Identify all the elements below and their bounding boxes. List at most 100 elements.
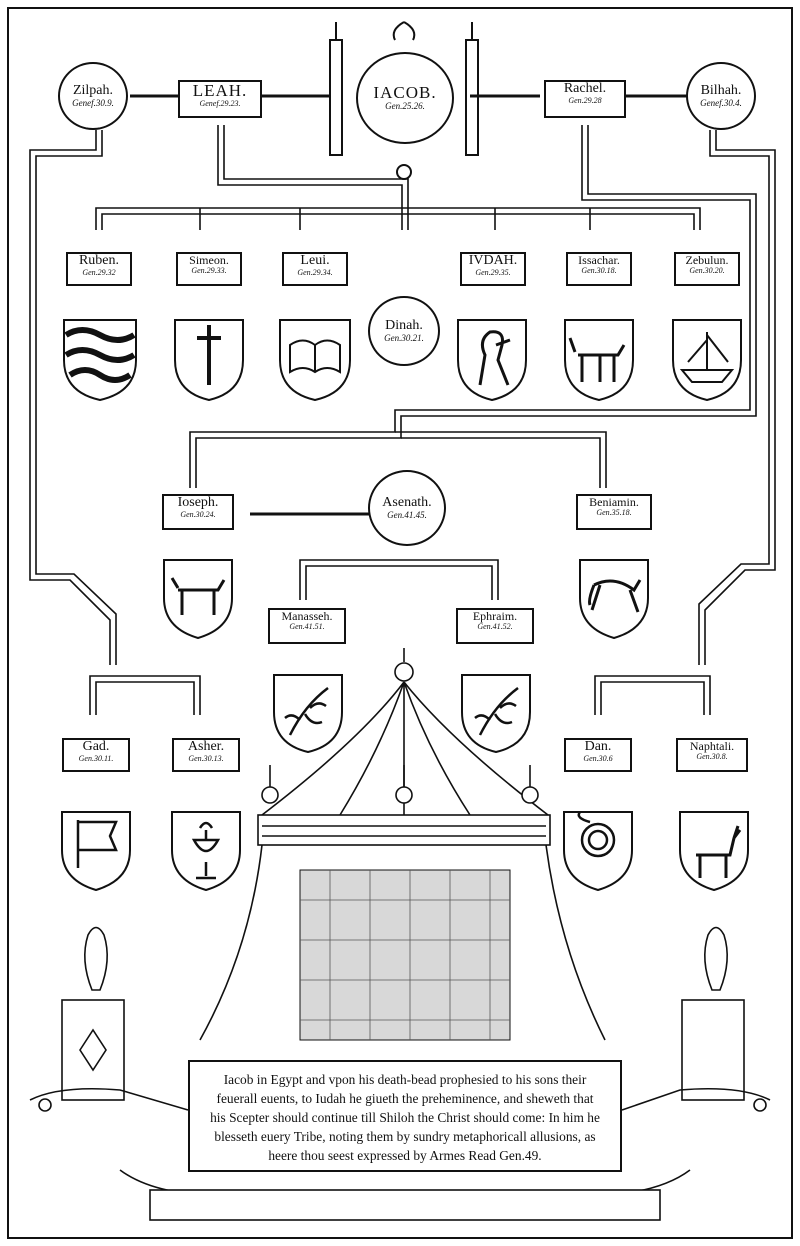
bull-shield — [163, 559, 233, 640]
simeon-name: Simeon. — [189, 253, 229, 267]
caption-box: Iacob in Egypt and vpon his death-bead p… — [188, 1060, 622, 1172]
asher-plate: Asher. Gen.30.13. — [172, 738, 240, 772]
iacob-oval: IACOB. Gen.25.26. — [356, 52, 454, 144]
zilpah-line-inner — [35, 130, 117, 665]
ruben-ref: Gen.29.32 — [82, 267, 116, 277]
ruben-plate: Ruben. Gen.29.32 — [66, 252, 132, 286]
ioseph-name: Ioseph. — [177, 495, 219, 510]
simeon-ref: Gen.29.33. — [191, 265, 227, 275]
leah-name: LEAH. — [192, 81, 248, 100]
ass-icon — [568, 337, 626, 382]
scroll-base — [149, 1189, 661, 1221]
issachar-ref: Gen.30.18. — [581, 265, 617, 275]
shepherd-statue — [704, 926, 728, 991]
dan-name: Dan. — [584, 739, 612, 754]
hind-shield — [679, 811, 749, 892]
dinah-name: Dinah. — [385, 318, 423, 334]
leah-sons-bar-inner — [101, 213, 695, 230]
hind-icon — [696, 825, 742, 878]
dan-plate: Dan. Gen.30.6 — [564, 738, 632, 772]
olive-branch-icon-2 — [474, 686, 519, 736]
pedestals — [29, 926, 771, 1221]
manasseh-name: Manasseh. — [281, 609, 333, 623]
bilhah-name: Bilhah. — [700, 83, 742, 99]
ship-icon — [679, 332, 735, 383]
caption-line-3: his Scepter should continue till Shiloh … — [210, 1110, 600, 1125]
issachar-name: Issachar. — [578, 253, 620, 267]
asenath-name: Asenath. — [382, 495, 432, 511]
bull-icon — [170, 577, 226, 615]
right-pedestal — [681, 999, 745, 1101]
leah-sons-drops — [199, 208, 591, 230]
rachel-name: Rachel. — [563, 81, 607, 96]
dan-ref: Gen.30.6 — [583, 753, 613, 763]
ruben-name: Ruben. — [78, 253, 120, 268]
caption-line-1: Iacob in Egypt and vpon his death-bead p… — [223, 1072, 587, 1087]
serpent-icon — [577, 811, 616, 858]
shields — [61, 319, 749, 892]
shield-emblems — [64, 325, 742, 880]
rachel-line-inner — [195, 125, 757, 488]
open-book-icon — [289, 339, 341, 374]
caption-line-2: feuerall euents, to Iudah he giueth the … — [216, 1091, 594, 1106]
manasseh-plate: Manasseh. Gen.41.51. — [268, 608, 346, 644]
ioseph-ref: Gen.30.24. — [180, 509, 216, 519]
canopy-bed-scene — [199, 648, 606, 1041]
leui-plate: Leui. Gen.29.34. — [282, 252, 348, 286]
zebulun-ref: Gen.30.20. — [689, 265, 725, 275]
covered-cup-icon — [191, 821, 221, 880]
zilpah-sons-bar — [89, 675, 201, 715]
issachar-plate: Issachar. Gen.30.18. — [566, 252, 632, 286]
ephraim-plate: Ephraim. Gen.41.52. — [456, 608, 534, 644]
wolf-icon — [588, 579, 642, 613]
asher-ref: Gen.30.13. — [188, 753, 224, 763]
asher-name: Asher. — [187, 739, 225, 754]
manasseh-shield — [273, 674, 343, 754]
sword-icon — [197, 325, 221, 385]
rachel-to-beniamin — [395, 431, 607, 488]
olive-branch-icon — [284, 686, 329, 736]
beniamin-ref: Gen.35.18. — [596, 507, 632, 517]
naphtali-ref: Gen.30.8. — [696, 751, 728, 761]
gad-ref: Gen.30.11. — [78, 753, 114, 763]
leah-line-inner — [223, 125, 409, 230]
wolf-shield — [579, 559, 649, 640]
zilpah-line — [29, 130, 111, 665]
gad-name: Gad. — [82, 739, 110, 754]
zilpah-ref: Genef.30.9. — [72, 97, 114, 108]
zebulun-name: Zebulun. — [685, 253, 729, 267]
iacob-ref: Gen.25.26. — [385, 101, 425, 112]
banner-icon — [76, 820, 118, 868]
ioseph-sons-bar — [299, 559, 499, 600]
rachel-line — [189, 125, 751, 488]
rachel-ref: Gen.29.28 — [568, 95, 602, 105]
iacob-cartouche — [329, 21, 479, 180]
zilpah-oval: Zilpah. Genef.30.9. — [58, 62, 128, 130]
bed-scene-hatching — [299, 869, 511, 1041]
rachel-plate: Rachel. Gen.29.28 — [544, 80, 626, 118]
bilhah-sons-bar — [594, 675, 711, 715]
iudah-ref: Gen.29.35. — [475, 267, 511, 277]
iudah-name: IVDAH. — [468, 253, 518, 268]
bilhah-ref: Genef.30.4. — [700, 97, 742, 108]
ephraim-name: Ephraim. — [472, 609, 518, 623]
bilhah-line-inner — [698, 130, 770, 665]
manasseh-ref: Gen.41.51. — [289, 621, 325, 631]
iudah-plate: IVDAH. Gen.29.35. — [460, 252, 526, 286]
lion-icon — [478, 330, 511, 386]
serpent-shield — [563, 811, 633, 892]
caption-line-4: blesseth euery Tribe, noting them by sun… — [214, 1129, 596, 1144]
iacob-name: IACOB. — [373, 82, 437, 102]
leah-sons-bar — [95, 207, 701, 230]
beniamin-name: Beniamin. — [589, 495, 639, 509]
simeon-plate: Simeon. Gen.29.33. — [176, 252, 242, 286]
naphtali-plate: Naphtali. Gen.30.8. — [676, 738, 748, 772]
zilpah-name: Zilpah. — [72, 83, 114, 99]
zebulun-plate: Zebulun. Gen.30.20. — [674, 252, 740, 286]
dinah-ref: Gen.30.21. — [384, 332, 424, 343]
leui-ref: Gen.29.34. — [297, 267, 333, 277]
left-pedestal-diamond — [79, 1028, 107, 1072]
beniamin-plate: Beniamin. Gen.35.18. — [576, 494, 652, 530]
